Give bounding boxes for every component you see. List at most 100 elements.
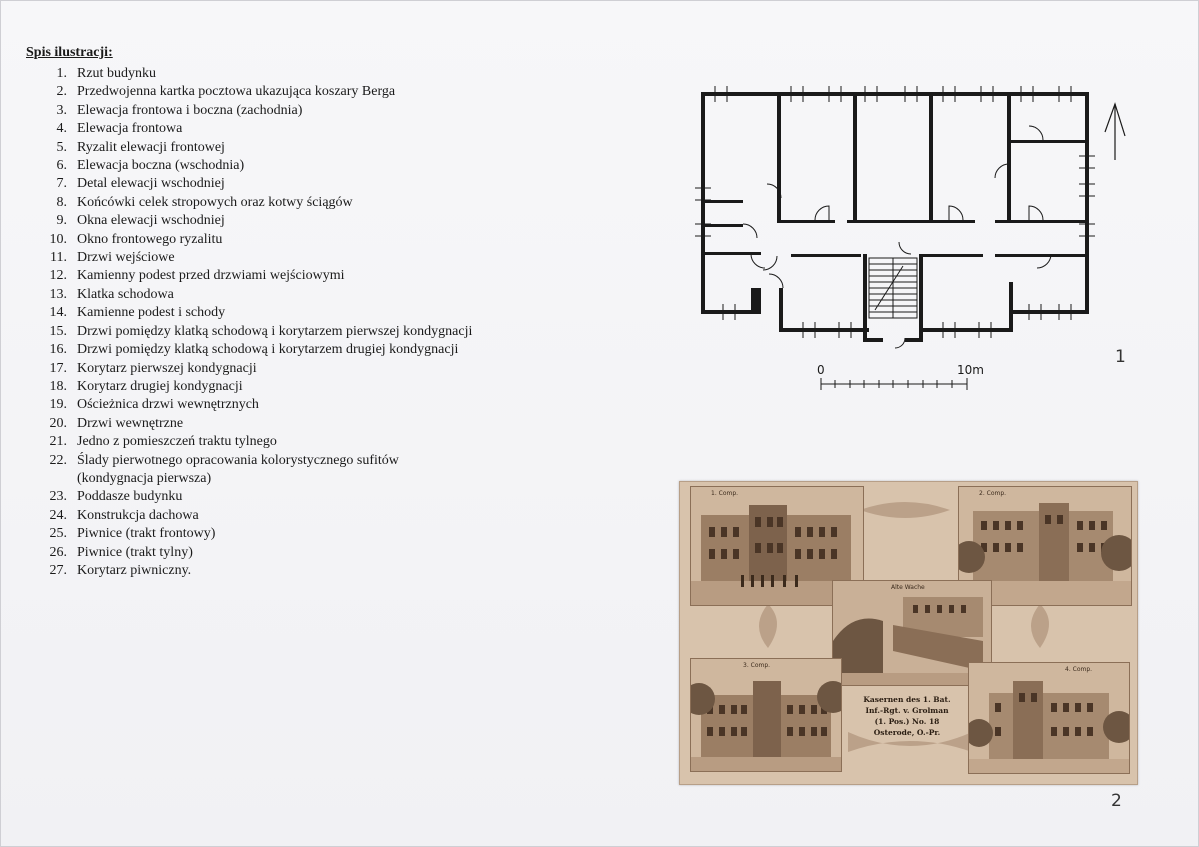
plan-wall: [905, 338, 923, 342]
list-item: 25. Piwnice (trakt frontowy): [1, 525, 537, 543]
list-item-number: 25.: [49, 526, 68, 542]
list-item: 1. Rzut budynku: [1, 65, 537, 83]
plan-wall: [779, 328, 869, 332]
list-item: 13.Klatka schodowa: [1, 286, 537, 304]
postcard-panel-3: 3. Comp.: [690, 658, 842, 772]
list-item-number: 19.: [49, 397, 68, 413]
list-item: 19.Ościeżnica drzwi wewnętrznych: [1, 396, 537, 414]
postcard-image: 1. Comp. 2. Comp.: [679, 481, 1138, 785]
list-item-number: 4.: [56, 121, 68, 137]
list-item-text: Ślady pierwotnego opracowania kolorystyc…: [77, 452, 399, 468]
list-item-text: Elewacja frontowa: [77, 121, 183, 137]
list-item-number: 18.: [49, 378, 68, 394]
list-item: 10. Okno frontowego ryzalitu: [1, 231, 537, 249]
plan-wall: [847, 220, 975, 223]
list-item-number: 10.: [49, 231, 68, 247]
plan-wall: [701, 200, 743, 203]
barracks-building-illustration: [969, 681, 1129, 773]
list-item-text: (kondygnacja pierwsza): [77, 470, 212, 486]
postcard-caption-line: Kasernen des 1. Bat.: [863, 695, 951, 704]
plan-wall: [1009, 282, 1013, 332]
list-item-text: Korytarz drugiej kondygnacji: [77, 378, 243, 394]
plan-staircase: [868, 257, 918, 319]
list-item-number: 22.: [49, 452, 68, 468]
postcard-panel-4-label: 4. Comp.: [1065, 666, 1093, 673]
list-title: Spis ilustracji:: [26, 45, 113, 60]
list-item: 24. Konstrukcja dachowa: [1, 507, 537, 525]
list-item-text: Kamienny podest przed drzwiami wejściowy…: [77, 268, 345, 284]
plan-wall: [995, 254, 1089, 257]
list-item-text: Klatka schodowa: [77, 286, 174, 302]
list-item-number: 15.: [49, 323, 68, 339]
list-item-number: 24.: [49, 507, 68, 523]
list-item: 6. Elewacja boczna (wschodnia): [1, 157, 537, 175]
postcard-panel-2-label: 2. Comp.: [979, 490, 1007, 497]
postcard-panel-3-label: 3. Comp.: [743, 662, 771, 669]
plan-wall: [777, 220, 835, 223]
barracks-building-illustration: [691, 681, 841, 771]
list-item: 26.Piwnice (trakt tylny): [1, 544, 537, 562]
list-item-text: Piwnice (trakt tylny): [77, 544, 193, 560]
list-item-number: 8.: [56, 194, 68, 210]
list-item-text: Poddasze budynku: [77, 489, 183, 505]
list-item-text: Drzwi wewnętrzne: [77, 415, 184, 431]
barracks-building-illustration: [959, 503, 1131, 605]
plan-wall: [923, 254, 983, 257]
postcard-caption-line: Inf.-Rgt. v. Grolman: [865, 706, 949, 715]
north-arrow-icon: [1104, 102, 1126, 160]
list-item-number: 27.: [49, 562, 68, 578]
list-item-number: 20.: [49, 415, 68, 431]
list-item-number: 7.: [56, 176, 68, 192]
list-item: 8. Końcówki celek stropowych oraz kotwy ś…: [1, 194, 537, 212]
list-item-number: 6.: [56, 158, 68, 174]
postcard-panel-1-label: 1. Comp.: [711, 490, 739, 497]
list-item-text: Elewacja boczna (wschodnia): [77, 158, 245, 174]
figure-1-number: 1: [1115, 347, 1126, 367]
list-item-text: Końcówki celek stropowych oraz kotwy ści…: [77, 194, 353, 210]
plan-wall: [701, 224, 743, 227]
list-item-text: Drzwi pomiędzy klatką schodową i korytar…: [77, 323, 473, 339]
plan-wall: [1009, 310, 1089, 314]
plan-wall: [701, 252, 761, 255]
plan-wall: [751, 288, 759, 310]
list-item-number: 1.: [56, 66, 68, 81]
list-item: 5.Ryzalit elewacji frontowej: [1, 139, 537, 157]
plan-wall: [779, 288, 783, 332]
floor-plan-drawing: 0 10m: [695, 86, 1126, 390]
postcard-background: [759, 502, 1049, 752]
plan-wall: [777, 92, 781, 223]
list-item-number: 11.: [50, 250, 67, 266]
list-item-text: Korytarz pierwszej kondygnacji: [77, 360, 257, 376]
list-item: 9.Okna elewacji wschodniej: [1, 212, 537, 230]
plan-windows: [695, 86, 1095, 338]
list-item-text: Piwnice (trakt frontowy): [77, 526, 216, 542]
list-item-text: Konstrukcja dachowa: [77, 507, 199, 523]
plan-wall: [923, 328, 1013, 332]
list-item-text: Rzut budynku: [77, 66, 156, 81]
list-item: 4. Elewacja frontowa: [1, 120, 537, 138]
list-item: 11.Drzwi wejściowe: [1, 249, 537, 267]
list-item: 7.Detal elewacji wschodniej: [1, 175, 537, 193]
plan-wall: [863, 338, 883, 342]
list-item: 22. Ślady pierwotnego opracowania kolorys…: [1, 452, 537, 470]
list-item-text: Ryzalit elewacji frontowej: [77, 139, 225, 155]
list-item-text: Jedno z pomieszczeń traktu tylnego: [77, 434, 277, 450]
plan-wall: [853, 92, 857, 223]
figure-2-number: 2: [1111, 791, 1122, 811]
list-item-number: 21.: [49, 434, 68, 450]
postcard-caption-line: Osterode, O.-Pr.: [873, 728, 941, 737]
list-item: 18. Korytarz drugiej kondygnacji: [1, 378, 537, 396]
plan-wall: [1007, 140, 1087, 143]
list-item-text: Korytarz piwniczny.: [77, 562, 192, 578]
list-item-number: 2.: [56, 84, 68, 100]
list-item: (kondygnacja pierwsza): [1, 470, 537, 488]
list-item-number: 9.: [56, 213, 68, 229]
plan-door-swings: [742, 125, 1052, 349]
list-item-number: 3.: [56, 102, 68, 118]
plan-wall: [701, 310, 761, 314]
postcard-caption: Kasernen des 1. Bat. Inf.-Rgt. v. Grolma…: [842, 694, 972, 738]
scale-end-label: 10m: [957, 363, 984, 377]
list-item-text: Okno frontowego ryzalitu: [77, 231, 223, 247]
list-item: 12.Kamienny podest przed drzwiami wejści…: [1, 267, 537, 285]
plan-wall: [919, 254, 923, 340]
